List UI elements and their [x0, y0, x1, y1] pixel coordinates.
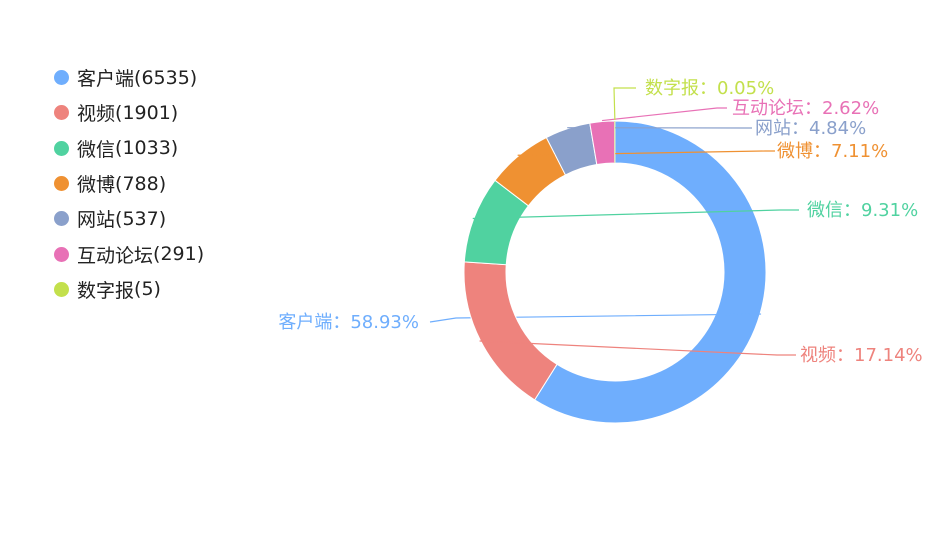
legend-value: 788 [122, 172, 159, 195]
legend-marker [54, 246, 69, 262]
legend-value: 1901 [122, 101, 171, 124]
data-label: 微信：9.31% [807, 200, 918, 221]
data-label: 数字报：0.05% [645, 78, 774, 99]
legend-marker [54, 176, 69, 192]
legend-marker [54, 281, 69, 297]
legend-marker [54, 140, 69, 156]
data-label: 网站：4.84% [755, 118, 866, 139]
leader-line [479, 340, 796, 356]
legend-label: 视频 [77, 103, 116, 126]
legend-label: 微博 [77, 174, 116, 197]
legend-marker [54, 211, 69, 227]
donut-slice[interactable] [463, 261, 558, 401]
data-label: 客户端：58.93% [278, 312, 419, 333]
leader-line [601, 107, 727, 122]
data-label: 微博：7.11% [777, 141, 888, 162]
leader-line [472, 209, 799, 220]
legend-value: 537 [122, 207, 159, 230]
legend: 客户端(6535) 视频(1901) 微信(1033) 微博(788) 网站(5… [54, 60, 204, 307]
legend-label: 网站 [77, 209, 116, 232]
legend-item-video[interactable]: 视频(1901) [54, 95, 204, 130]
donut-slice[interactable] [589, 120, 616, 166]
data-label: 互动论坛：2.62% [732, 98, 879, 119]
legend-label: 微信 [77, 138, 116, 161]
leader-line [429, 313, 762, 323]
data-label: 视频：17.14% [800, 345, 923, 366]
legend-item-weibo[interactable]: 微博(788) [54, 166, 204, 201]
legend-item-client[interactable]: 客户端(6535) [54, 60, 204, 95]
leader-line [613, 87, 636, 121]
legend-value: 1033 [122, 137, 171, 160]
legend-item-forum[interactable]: 互动论坛(291) [54, 236, 204, 271]
legend-label: 客户端 [77, 68, 135, 91]
donut-slice[interactable] [533, 120, 767, 424]
legend-item-wechat[interactable]: 微信(1033) [54, 131, 204, 166]
legend-marker [54, 105, 69, 121]
legend-value: 5 [141, 278, 154, 301]
legend-label: 互动论坛 [77, 244, 154, 267]
legend-marker [54, 70, 69, 86]
legend-value: 291 [160, 243, 197, 266]
legend-item-website[interactable]: 网站(537) [54, 201, 204, 236]
legend-label: 数字报 [77, 279, 135, 302]
legend-value: 6535 [141, 66, 190, 89]
legend-item-digital-paper[interactable]: 数字报(5) [54, 272, 204, 307]
donut-slice[interactable] [614, 120, 616, 164]
